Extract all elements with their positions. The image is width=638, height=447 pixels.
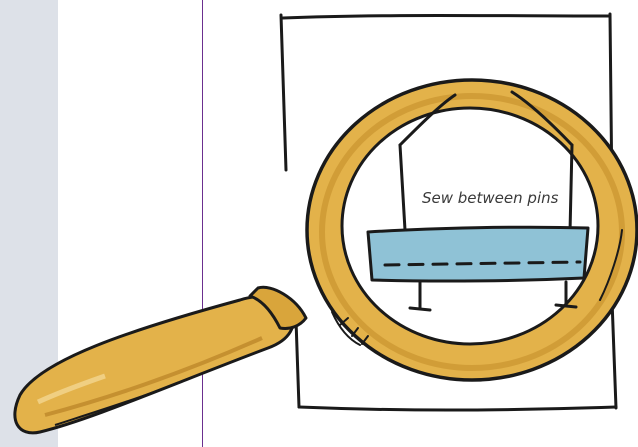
magnifier-handle [13,285,308,435]
sketch-accents [331,229,623,346]
margin-rule-line [202,0,203,447]
sew-between-pins-caption: Sew between pins [422,189,559,207]
sewing-diagram [366,90,590,312]
